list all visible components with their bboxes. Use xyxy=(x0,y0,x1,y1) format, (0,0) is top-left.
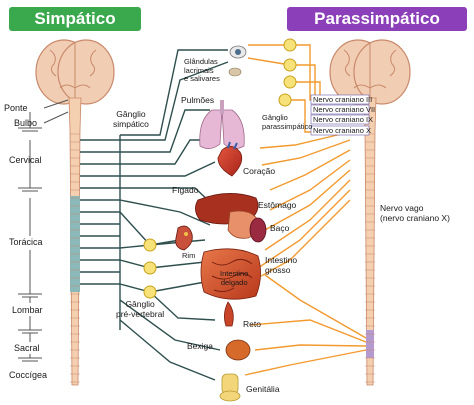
label-reto: Reto xyxy=(243,319,261,329)
label-bexiga: Bexiga xyxy=(187,341,213,351)
label-nervo-craniano-x: Nervo craniano X xyxy=(313,126,371,135)
label-pulmoes: Pulmões xyxy=(181,95,215,105)
label-nervo-vago-line1: Nervo vago xyxy=(380,203,424,213)
label-cervical: Cervical xyxy=(9,155,42,165)
label-figado: Fígado xyxy=(172,185,199,195)
label-ganglio-prevertebral-line1: Gânglio xyxy=(125,299,155,309)
sympathetic-header: Simpático xyxy=(9,7,141,31)
ganglia xyxy=(143,38,297,299)
label-ganglio-simpatico-line2: simpático xyxy=(113,118,149,129)
label-nervo-craniano-ix: Nervo craniano IX xyxy=(313,115,374,124)
level-markers xyxy=(18,99,69,362)
label-ganglio-simpatico: Gânglio simpático xyxy=(113,109,149,129)
left-spinal-cord xyxy=(68,97,82,386)
label-bulbo: Bulbo xyxy=(14,118,38,128)
label-ganglio-prevertebral-line2: pré-vertebral xyxy=(116,308,165,319)
label-coracao: Coração xyxy=(243,166,276,176)
label-baco: Baço xyxy=(270,223,290,233)
label-lombar: Lombar xyxy=(12,305,43,315)
label-intestino-delgado-line2: delgado xyxy=(220,277,248,287)
eye-gland xyxy=(228,45,247,77)
lungs xyxy=(199,100,245,149)
label-intestino-delgado: Intestino delgado xyxy=(220,269,249,287)
label-intestino-delgado-line1: Intestino xyxy=(220,269,249,278)
label-nervo-craniano-iii: Nervo craniano III xyxy=(313,95,373,104)
left-brain xyxy=(35,39,115,105)
label-ganglio-simpatico-line1: Gânglio xyxy=(116,109,146,119)
label-nervo-vago: Nervo vago (nervo craniano X) xyxy=(380,203,450,223)
label-glandulas-line3: e salivares xyxy=(184,74,220,83)
label-ganglio-parassimpatico-line1: Gânglio xyxy=(262,113,288,122)
label-glandulas: Glândulas lacrimais e salivares xyxy=(184,57,220,84)
spleen xyxy=(249,217,267,243)
label-nervo-craniano-vii: Nervo craniano VII xyxy=(313,105,376,114)
intestines xyxy=(200,248,261,300)
label-intestino-grosso-line2: grosso xyxy=(265,264,291,275)
label-glandulas-line1: Glândulas xyxy=(184,57,218,66)
heart xyxy=(217,141,243,177)
label-intestino-grosso: Intestino grosso xyxy=(265,255,298,275)
label-toracica: Torácica xyxy=(9,237,43,247)
label-intestino-grosso-line1: Intestino xyxy=(265,255,298,265)
parasympathetic-header: Parassimpático xyxy=(287,7,467,31)
label-sacral: Sacral xyxy=(14,343,40,353)
cranial-nerve-boxes xyxy=(310,94,370,136)
label-rim: Rim xyxy=(182,251,196,260)
label-ganglio-parassimpatico: Gânglio parassimpático xyxy=(262,113,313,131)
genitalia xyxy=(219,373,241,402)
label-estomago: Estômago xyxy=(258,200,297,210)
label-ponte: Ponte xyxy=(4,103,28,113)
label-genitalia: Genitália xyxy=(246,384,280,394)
right-brain xyxy=(329,39,411,105)
label-coccigea: Coccígea xyxy=(9,370,48,380)
label-glandulas-line2: lacrimais xyxy=(184,65,214,75)
label-ganglio-parassimpatico-line2: parassimpático xyxy=(262,121,313,131)
label-ganglio-prevertebral: Gânglio pré-vertebral xyxy=(116,299,165,319)
label-nervo-vago-line2: (nervo craniano X) xyxy=(380,212,450,223)
bladder xyxy=(225,339,251,361)
kidney xyxy=(175,225,193,251)
rectum xyxy=(224,301,234,327)
